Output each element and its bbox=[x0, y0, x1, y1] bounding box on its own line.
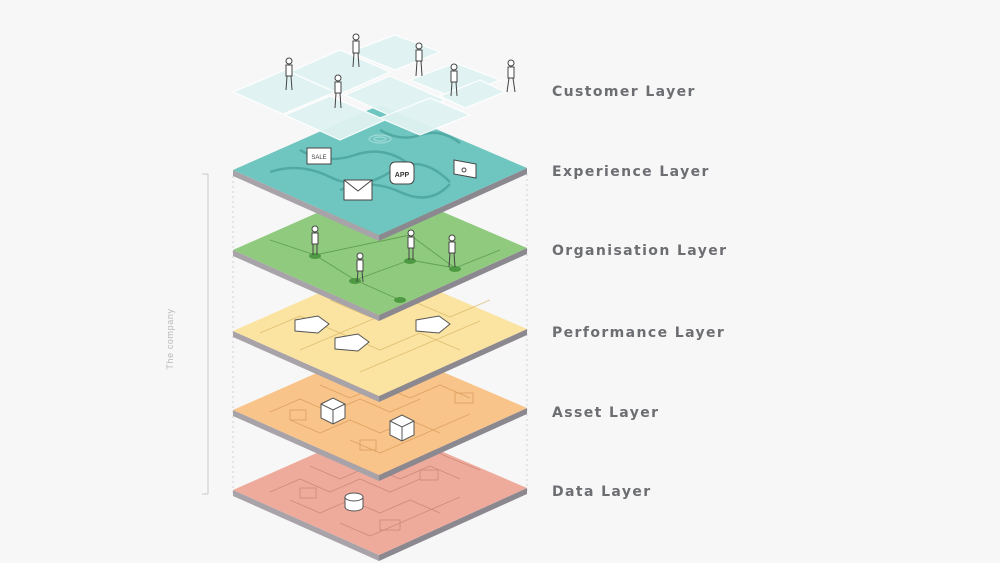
person-icon bbox=[311, 225, 319, 255]
data-layer-label: Data Layer bbox=[552, 484, 652, 500]
cube-icon bbox=[389, 414, 415, 442]
experience-layer-plane: SALE APP bbox=[233, 105, 527, 241]
database-icon bbox=[344, 492, 364, 512]
person-icon bbox=[356, 252, 364, 283]
wifi-icon bbox=[368, 134, 392, 144]
customer-layer-label: Customer Layer bbox=[552, 84, 696, 100]
tag-icon bbox=[294, 315, 330, 334]
person-icon bbox=[506, 59, 516, 93]
experience-layer-label: Experience Layer bbox=[552, 164, 710, 180]
email-icon bbox=[343, 179, 373, 201]
tag-icon bbox=[334, 333, 370, 352]
organisation-layer-plane bbox=[233, 185, 527, 321]
performance-layer-label: Performance Layer bbox=[552, 325, 726, 341]
company-bracket bbox=[202, 173, 209, 495]
person-icon bbox=[334, 74, 342, 109]
person-icon bbox=[285, 57, 293, 91]
data-layer-plane bbox=[233, 425, 527, 561]
customer-layer-plane bbox=[231, 34, 507, 141]
company-label: The company bbox=[165, 308, 175, 370]
app-badge: APP bbox=[395, 172, 410, 179]
asset-layer-label: Asset Layer bbox=[552, 405, 660, 421]
sale-window-icon: SALE bbox=[306, 147, 332, 165]
person-icon bbox=[448, 234, 456, 268]
tag-icon bbox=[415, 315, 451, 334]
person-icon bbox=[407, 229, 415, 260]
organisation-layer-label: Organisation Layer bbox=[552, 243, 728, 259]
person-icon bbox=[415, 42, 423, 77]
performance-layer-plane bbox=[233, 266, 527, 402]
customer-people bbox=[285, 33, 516, 109]
asset-layer-plane bbox=[233, 345, 527, 481]
cart-window-icon bbox=[453, 159, 477, 179]
app-icon: APP bbox=[389, 161, 415, 185]
person-icon bbox=[352, 33, 360, 68]
sale-badge: SALE bbox=[311, 155, 326, 161]
person-icon bbox=[450, 63, 458, 97]
cube-icon bbox=[320, 397, 346, 425]
